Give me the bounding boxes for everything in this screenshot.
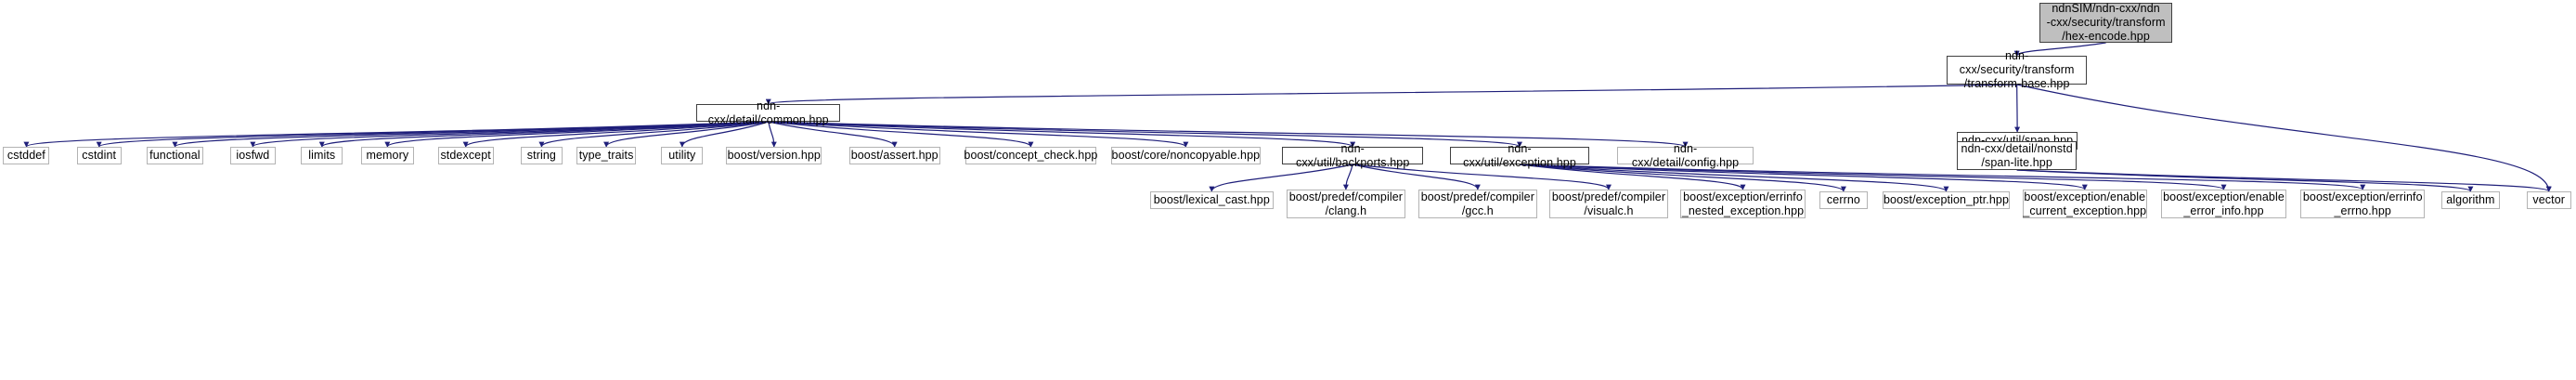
graph-edge-common_hpp-to-cstddef bbox=[23, 121, 769, 148]
graph-edge-span_lite-to-algorithm bbox=[2016, 169, 2474, 192]
graph-node-backports[interactable]: ndn-cxx/util/backports.hpp bbox=[1282, 142, 1424, 169]
graph-node-boost_version[interactable]: boost/version.hpp bbox=[726, 147, 822, 164]
graph-node-lexical_cast[interactable]: boost/lexical_cast.hpp bbox=[1150, 191, 1274, 209]
graph-edge-transform_base-to-common_hpp bbox=[766, 84, 2017, 105]
graph-node-config_hpp[interactable]: ndn-cxx/detail/config.hpp bbox=[1617, 142, 1754, 169]
graph-node-cstdint[interactable]: cstdint bbox=[76, 147, 122, 164]
graph-node-limits[interactable]: limits bbox=[301, 147, 343, 164]
graph-node-memory[interactable]: memory bbox=[360, 147, 414, 164]
graph-node-enable_error_info[interactable]: boost/exception/enable _error_info.hpp bbox=[2161, 190, 2286, 218]
graph-node-functional[interactable]: functional bbox=[147, 147, 203, 164]
graph-node-type_traits[interactable]: type_traits bbox=[576, 147, 636, 164]
graph-node-boost_concept_check[interactable]: boost/concept_check.hpp bbox=[964, 147, 1097, 164]
graph-node-string[interactable]: string bbox=[521, 147, 563, 164]
graph-node-cstddef[interactable]: cstddef bbox=[3, 147, 50, 164]
graph-edge-common_hpp-to-cstdint bbox=[96, 121, 769, 148]
graph-node-root[interactable]: ndnSIM/ndn-cxx/ndn -cxx/security/transfo… bbox=[2039, 2, 2173, 43]
graph-node-cerrno[interactable]: cerrno bbox=[1819, 191, 1868, 209]
graph-edge-common_hpp-to-iosfwd bbox=[250, 121, 769, 148]
graph-node-stdexcept[interactable]: stdexcept bbox=[437, 147, 494, 164]
graph-node-span_lite[interactable]: ndn-cxx/detail/nonstd /span-lite.hpp bbox=[1957, 141, 2078, 170]
graph-edge-common_hpp-to-functional bbox=[172, 121, 769, 148]
graph-node-boost_assert[interactable]: boost/assert.hpp bbox=[848, 147, 940, 164]
graph-node-common_hpp[interactable]: ndn-cxx/detail/common.hpp bbox=[696, 99, 841, 126]
graph-node-algorithm[interactable]: algorithm bbox=[2440, 191, 2501, 209]
graph-node-exception_ptr[interactable]: boost/exception_ptr.hpp bbox=[1883, 191, 2010, 209]
graph-edge-common_hpp-to-backports bbox=[768, 121, 1356, 148]
graph-node-errinfo_nested[interactable]: boost/exception/errinfo _nested_exceptio… bbox=[1680, 190, 1806, 218]
graph-edge-span_lite-to-vector bbox=[2016, 169, 2552, 192]
graph-node-vector[interactable]: vector bbox=[2526, 191, 2571, 209]
graph-node-errinfo_errno[interactable]: boost/exception/errinfo _errno.hpp bbox=[2300, 190, 2426, 218]
graph-node-predef_visualc[interactable]: boost/predef/compiler /visualc.h bbox=[1549, 190, 1668, 218]
graph-node-iosfwd[interactable]: iosfwd bbox=[229, 147, 276, 164]
graph-node-boost_noncopyable[interactable]: boost/core/noncopyable.hpp bbox=[1110, 147, 1261, 164]
graph-node-predef_gcc[interactable]: boost/predef/compiler /gcc.h bbox=[1418, 190, 1537, 218]
graph-node-predef_clang[interactable]: boost/predef/compiler /clang.h bbox=[1287, 190, 1405, 218]
graph-node-utility[interactable]: utility bbox=[661, 147, 704, 164]
graph-node-enable_current[interactable]: boost/exception/enable _current_exceptio… bbox=[2022, 190, 2147, 218]
graph-node-transform_base[interactable]: ndn-cxx/security/transform /transform-ba… bbox=[1946, 49, 2088, 90]
graph-edge-transform_base-to-vector bbox=[2016, 84, 2552, 192]
graph-node-exception_hpp[interactable]: ndn-cxx/util/exception.hpp bbox=[1449, 142, 1590, 169]
